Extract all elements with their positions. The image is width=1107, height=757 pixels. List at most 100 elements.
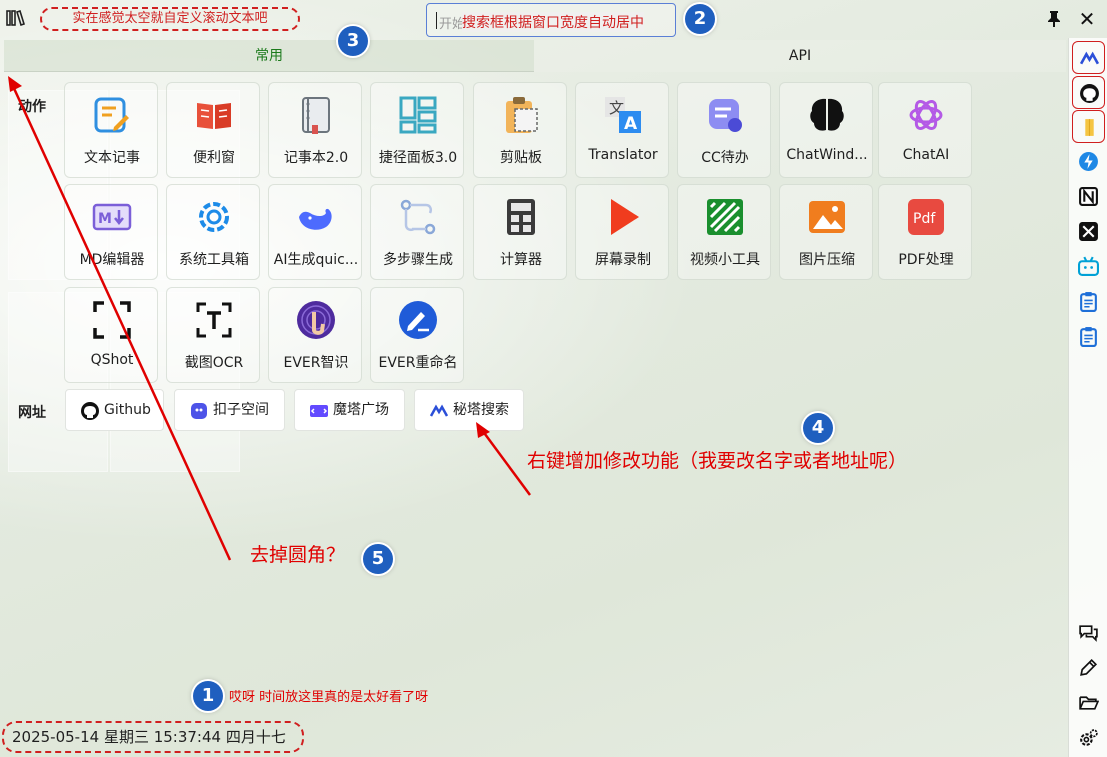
- sidebar-settings[interactable]: [1072, 722, 1105, 755]
- section-label-actions: 动作: [18, 99, 46, 115]
- rename-pen-icon: [399, 301, 437, 339]
- note-pencil-icon: [94, 97, 129, 133]
- action-tile[interactable]: 视频小工具: [677, 184, 771, 280]
- action-label: 文本记事: [84, 150, 140, 166]
- workflow-icon: [400, 199, 436, 235]
- sidebar-pen[interactable]: [1072, 651, 1105, 684]
- sidebar-chat[interactable]: [1072, 616, 1105, 649]
- svg-text:Pdf: Pdf: [913, 211, 936, 227]
- screenshot-frame-icon: [93, 301, 131, 339]
- action-tile[interactable]: EVER智识: [268, 287, 362, 383]
- action-tile[interactable]: M MD编辑器: [64, 184, 158, 280]
- text-caret: [436, 12, 437, 29]
- action-tile[interactable]: 计算器: [473, 184, 567, 280]
- action-label: 系统工具箱: [179, 252, 249, 268]
- action-label: QShot: [90, 352, 134, 368]
- pdf-icon: Pdf: [908, 199, 944, 235]
- sidebar-clipboard[interactable]: [1072, 285, 1105, 318]
- sidebar-x[interactable]: [1072, 215, 1105, 248]
- action-tile[interactable]: ChatWind...: [779, 82, 873, 178]
- open-book-icon: [197, 103, 231, 129]
- brain-icon: [810, 98, 844, 131]
- metaso-icon: [1079, 51, 1100, 65]
- annotation-badge-3: 3: [338, 26, 368, 56]
- whale-icon: [299, 208, 332, 230]
- tab-common[interactable]: 常用: [4, 40, 534, 72]
- action-tile[interactable]: 剪贴板: [473, 82, 567, 178]
- link-label: 扣子空间: [213, 402, 269, 418]
- annotation-badge-4: 4: [803, 413, 833, 443]
- action-label: 多步骤生成: [383, 252, 453, 268]
- todo-icon: [709, 99, 742, 132]
- action-tile[interactable]: Pdf PDF处理: [878, 184, 972, 280]
- pin-icon[interactable]: [1044, 9, 1064, 29]
- gear-icon: [199, 202, 229, 232]
- annotation-badge-5: 5: [363, 544, 393, 574]
- action-label: PDF处理: [898, 252, 954, 268]
- search-placeholder: 开始: [439, 17, 466, 32]
- action-tile[interactable]: EVER重命名: [370, 287, 464, 383]
- action-label: 计算器: [500, 252, 542, 268]
- folder-open-icon: [1079, 696, 1099, 710]
- library-icon[interactable]: [6, 8, 26, 28]
- close-icon[interactable]: ✕: [1078, 7, 1096, 31]
- link-label: Github: [104, 402, 151, 418]
- sidebar-github[interactable]: [1072, 76, 1105, 109]
- fingerprint-icon: [297, 301, 335, 339]
- action-tile[interactable]: 捷径面板3.0: [370, 82, 464, 178]
- action-tile[interactable]: AI生成quic...: [268, 184, 362, 280]
- title-bar: 实在感觉太空就自定义滚动文本吧 开始 搜索框根据窗口宽度自动居中 ✕: [0, 0, 1107, 38]
- link-button-github[interactable]: Github: [65, 389, 164, 431]
- action-tile[interactable]: ChatAI: [878, 82, 972, 178]
- annotation-time-note: 哎呀 时间放这里真的是太好看了呀: [229, 690, 429, 705]
- annotation-search-note: 搜索框根据窗口宽度自动居中: [462, 12, 644, 32]
- link-button-modelscope[interactable]: 魔塔广场: [294, 389, 405, 431]
- action-label: 截图OCR: [184, 355, 244, 371]
- openai-icon: [909, 100, 943, 130]
- svg-text:A: A: [624, 114, 638, 134]
- sidebar-bilibili[interactable]: [1072, 250, 1105, 283]
- action-tile[interactable]: 屏幕录制: [575, 184, 669, 280]
- action-label: Translator: [588, 147, 658, 163]
- action-label: EVER智识: [283, 355, 349, 371]
- sidebar-folder[interactable]: [1072, 110, 1105, 143]
- ocr-icon: [196, 302, 232, 338]
- action-tile[interactable]: 多步骤生成: [370, 184, 464, 280]
- translate-icon: 文 A: [605, 97, 641, 134]
- action-tile[interactable]: 文本记事: [64, 82, 158, 178]
- action-tile[interactable]: CC待办: [677, 82, 771, 178]
- sidebar-clipboard-2[interactable]: [1072, 320, 1105, 353]
- sidebar-bolt[interactable]: [1072, 145, 1105, 178]
- action-tile[interactable]: 记事本2.0: [268, 82, 362, 178]
- action-tile[interactable]: 文 A Translator: [575, 82, 669, 178]
- right-sidebar: [1068, 38, 1107, 757]
- sidebar-metaso[interactable]: [1072, 41, 1105, 74]
- action-label: 图片压缩: [799, 252, 855, 268]
- search-input[interactable]: 开始 搜索框根据窗口宽度自动居中: [426, 3, 676, 37]
- sidebar-notion[interactable]: [1072, 180, 1105, 213]
- notion-icon: [1079, 187, 1098, 206]
- play-icon: [611, 199, 639, 235]
- action-tile[interactable]: QShot: [64, 287, 158, 383]
- tab-api[interactable]: API: [534, 40, 1066, 72]
- clipboard-icon: [1080, 292, 1097, 312]
- markdown-icon: M: [92, 203, 132, 231]
- modelscope-icon: [310, 405, 328, 417]
- action-tile[interactable]: 便利窗: [166, 82, 260, 178]
- notebook-icon: [302, 97, 330, 134]
- pen-icon: [1080, 658, 1098, 676]
- action-tile[interactable]: 截图OCR: [166, 287, 260, 383]
- sidebar-folder-open[interactable]: [1072, 686, 1105, 719]
- image-icon: [809, 201, 845, 233]
- link-button-coze[interactable]: 扣子空间: [174, 389, 285, 431]
- action-label: MD编辑器: [79, 252, 145, 268]
- action-tile[interactable]: 系统工具箱: [166, 184, 260, 280]
- link-button-metaso[interactable]: 秘塔搜索: [414, 389, 524, 431]
- clipboard-icon: [1080, 327, 1097, 347]
- action-label: 记事本2.0: [283, 150, 349, 166]
- action-tile[interactable]: 图片压缩: [779, 184, 873, 280]
- metaso-icon: [429, 404, 449, 417]
- coze-icon: [191, 403, 207, 419]
- link-label: 魔塔广场: [333, 402, 389, 418]
- annotation-badge-2: 2: [685, 4, 715, 34]
